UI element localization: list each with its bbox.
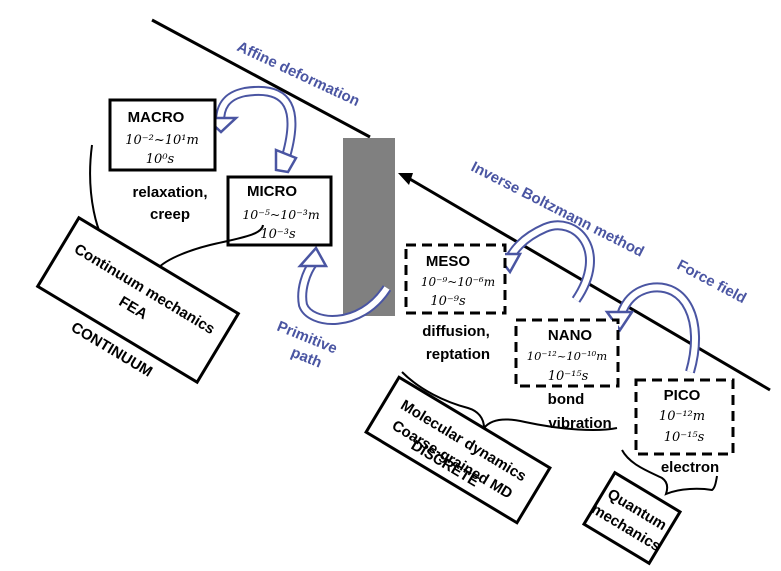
macro-range: 10⁻²~10¹m bbox=[125, 133, 199, 148]
nano-time: 10⁻¹⁵s bbox=[548, 369, 589, 384]
diffusion-text: diffusion, bbox=[422, 323, 490, 340]
pico-range: 10⁻¹²m bbox=[659, 409, 705, 424]
meso-range: 10⁻⁹~10⁻⁶m bbox=[421, 275, 495, 289]
scale-divider-bar bbox=[343, 138, 395, 316]
upper-diagonal-line bbox=[151, 18, 371, 139]
micro-range: 10⁻⁵~10⁻³m bbox=[242, 207, 319, 222]
micro-time: 10⁻³s bbox=[260, 227, 296, 242]
macro-box: MACRO 10⁻²~10¹m 10⁰s bbox=[108, 98, 217, 172]
md-method-box: Molecular dynamics Coarse-grained MD bbox=[364, 375, 552, 525]
quantum-brace bbox=[621, 449, 718, 496]
pico-box: PICO 10⁻¹²m 10⁻¹⁵s bbox=[634, 378, 735, 456]
lower-line-arrowhead bbox=[398, 173, 413, 185]
micro-label: MICRO bbox=[247, 183, 297, 200]
electron-text: electron bbox=[661, 459, 719, 476]
pico-time: 10⁻¹⁵s bbox=[664, 430, 705, 445]
force-field-arrow bbox=[604, 282, 700, 374]
primitive-path-arrow bbox=[297, 245, 392, 325]
micro-box: MICRO 10⁻⁵~10⁻³m 10⁻³s bbox=[226, 175, 333, 247]
meso-time: 10⁻⁹s bbox=[430, 294, 466, 309]
macro-time: 10⁰s bbox=[146, 152, 175, 167]
creep-text: creep bbox=[150, 206, 190, 223]
pico-label: PICO bbox=[664, 387, 701, 404]
macro-label: MACRO bbox=[128, 109, 185, 126]
meso-label: MESO bbox=[426, 253, 471, 270]
nano-box: NANO 10⁻¹²~10⁻¹⁰m 10⁻¹⁵s bbox=[514, 318, 620, 388]
nano-range: 10⁻¹²~10⁻¹⁰m bbox=[527, 349, 607, 363]
relaxation-text: relaxation, bbox=[132, 184, 207, 201]
meso-box: MESO 10⁻⁹~10⁻⁶m 10⁻⁹s bbox=[404, 243, 507, 315]
reptation-text: reptation bbox=[426, 346, 490, 363]
continuum-method-box: Continuum mechanics FEA bbox=[35, 215, 241, 385]
affine-arrow bbox=[202, 85, 298, 174]
nano-label: NANO bbox=[548, 327, 592, 344]
bond-text: bond bbox=[548, 391, 585, 408]
